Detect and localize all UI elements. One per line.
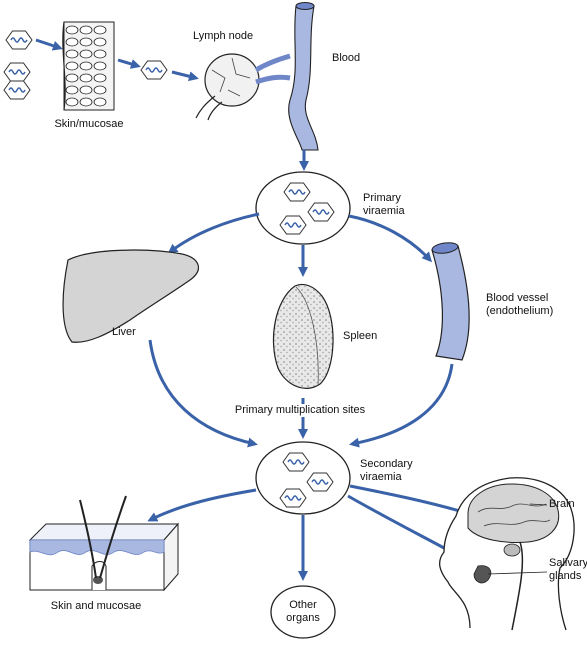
salivary-glands-label-line2: glands	[549, 570, 582, 582]
skin-mucosae-label: Skin/mucosae	[54, 118, 124, 130]
secondary-to-brain-arrow	[349, 484, 473, 517]
primary-viraemia-label-line2: viraemia	[363, 205, 405, 217]
lymph-node	[195, 53, 291, 121]
other-organs-circle	[270, 585, 336, 639]
spleen-organ	[272, 283, 334, 389]
secondary-viraemia-circle	[255, 441, 351, 515]
primary-multiplication-sites-label: Primary multiplication sites	[232, 404, 368, 417]
virus-particle	[140, 60, 168, 80]
virus-to-lymph-arrow	[171, 70, 199, 82]
virus-particle	[5, 30, 33, 50]
skin-and-mucosae-label: Skin and mucosae	[50, 600, 142, 612]
primary-viraemia-label-line1: Primary	[363, 192, 401, 204]
blood-label: Blood	[332, 52, 361, 64]
skin-mucosae-block	[28, 495, 180, 592]
salivary-gland	[473, 565, 492, 584]
primary-to-vessel-arrow	[348, 214, 433, 263]
liver-label: Liver	[112, 326, 136, 338]
blood-vessel-label-line1: Blood vessel	[486, 292, 549, 304]
virus-particle	[3, 80, 31, 100]
brain-label: Brain	[549, 498, 575, 510]
tissue-to-virus-arrow	[117, 58, 141, 69]
skin-mucosae-tissue-top	[62, 21, 115, 111]
liver-to-secondary-arrow	[148, 339, 258, 448]
primary-to-liver-arrow	[167, 212, 260, 254]
blood-vessel-endothelium	[431, 242, 470, 361]
vessel-to-secondary-arrow	[349, 363, 454, 448]
brain	[467, 483, 560, 543]
secondary-viraemia-label-line1: Secondary	[360, 458, 413, 470]
entry-arrow	[35, 38, 63, 51]
spleen-label: Spleen	[343, 330, 378, 342]
blood-vessel-label-line2: (endothelium)	[486, 305, 554, 317]
virus-particle	[3, 62, 31, 82]
primary-viraemia-circle	[255, 171, 351, 245]
liver-organ	[62, 249, 199, 343]
head-profile	[438, 477, 575, 631]
other-organs-label-line2: organs	[286, 612, 320, 624]
lymph-node-label: Lymph node	[193, 30, 254, 42]
blood-vessel-top	[288, 2, 319, 151]
secondary-viraemia-label-line2: viraemia	[360, 471, 402, 483]
salivary-glands-label-line1: Salivary	[549, 557, 587, 569]
other-organs-label-line1: Other	[289, 599, 317, 611]
secondary-to-skin-arrow	[147, 488, 257, 522]
